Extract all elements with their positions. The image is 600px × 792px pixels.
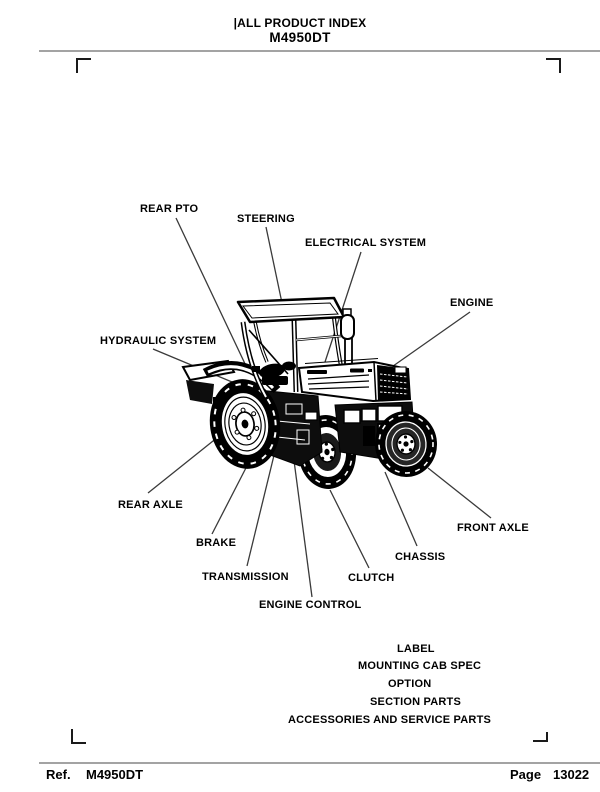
index-item-mounting-cab-spec: MOUNTING CAB SPEC — [358, 660, 482, 672]
callout-brake: BRAKE — [196, 537, 237, 549]
callout-steering: STEERING — [237, 213, 295, 225]
page-title: |ALL PRODUCT INDEX — [233, 16, 367, 30]
corner-mark-top-left — [76, 58, 91, 73]
callout-clutch: CLUTCH — [348, 572, 395, 584]
leader-line-chassis — [384, 471, 418, 547]
footer-rule — [39, 762, 600, 764]
leader-line-transmission — [246, 442, 278, 567]
index-item-label: LABEL — [397, 643, 435, 655]
leader-line-clutch — [329, 489, 370, 569]
leader-line-steering — [265, 226, 283, 304]
exhaust-muffler — [340, 308, 355, 369]
leader-line-brake — [211, 461, 250, 535]
callout-rear-axle: REAR AXLE — [118, 499, 183, 511]
leader-line-engine — [385, 311, 471, 372]
seat-and-controls — [252, 361, 296, 385]
footer-ref-label: Ref. — [46, 767, 71, 782]
footer-ref-value: M4950DT — [86, 767, 144, 782]
callout-front-axle: FRONT AXLE — [457, 522, 529, 534]
header-rule — [39, 50, 600, 52]
callout-transmission: TRANSMISSION — [202, 571, 289, 583]
corner-mark-top-right — [546, 58, 561, 73]
leader-line-rear-pto — [175, 217, 248, 369]
leader-line-engine-control — [292, 452, 313, 598]
index-item-option: OPTION — [388, 678, 432, 690]
corner-mark-bottom-right — [533, 732, 548, 742]
callout-rear-pto: REAR PTO — [140, 203, 199, 215]
footer-page-number: 13022 — [553, 767, 590, 782]
corner-mark-bottom-left — [71, 729, 86, 744]
front-wheel — [374, 411, 438, 477]
leader-lines — [147, 217, 492, 598]
engine-hood — [297, 358, 412, 403]
leader-line-rear-axle — [147, 436, 219, 494]
model-title: M4950DT — [269, 30, 331, 45]
callout-electrical-system: ELECTRICAL SYSTEM — [305, 237, 427, 249]
index-item-section-parts: SECTION PARTS — [370, 696, 462, 708]
callout-hydraulic-system: HYDRAULIC SYSTEM — [100, 335, 217, 347]
tractor-illustration — [181, 296, 438, 489]
rops-canopy — [236, 296, 346, 399]
rear-wheel — [209, 379, 281, 469]
footer-page-label: Page — [510, 767, 542, 782]
callout-engine-control: ENGINE CONTROL — [259, 599, 362, 611]
hood-decal — [307, 370, 327, 374]
callout-engine: ENGINE — [450, 297, 494, 309]
leader-line-front-axle — [427, 467, 492, 519]
callout-chassis: CHASSIS — [395, 551, 446, 563]
index-item-accessories: ACCESSORIES AND SERVICE PARTS — [288, 714, 492, 726]
leader-line-electrical-system — [324, 251, 362, 363]
